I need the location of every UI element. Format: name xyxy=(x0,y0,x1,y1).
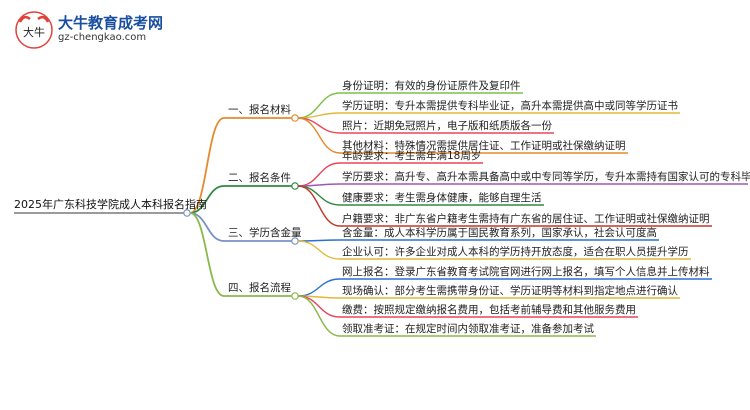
leaf-connector xyxy=(297,240,341,260)
leaf-label: 学历要求：高升专、高升本需具备高中或中专同等学历，专升本需持有国家认可的专科毕业… xyxy=(342,171,750,183)
root-topic: 2025年广东科技学院成人本科报名指南 xyxy=(14,198,207,211)
leaf-label: 含金量：成人本科学历属于国民教育系列，国家承认，社会认可度高 xyxy=(342,227,657,239)
leaf-connector xyxy=(297,185,341,227)
leaf-connector xyxy=(297,278,341,297)
branch-label: 一、报名材料 xyxy=(228,104,291,116)
site-logo[interactable]: 大牛 大牛教育成考网 gz-chengkao.com xyxy=(14,10,214,50)
leaf-connector xyxy=(297,185,341,206)
leaf-label: 领取准考证：在规定时间内领取准考证，准备参加考试 xyxy=(342,323,594,335)
leaf-label: 照片：近期免冠照片，电子版和纸质版各一份 xyxy=(342,120,552,132)
leaf-label: 学历证明：专升本需提供专科毕业证，高升本需提供高中或同等学历证书 xyxy=(342,100,678,112)
branch-connector xyxy=(189,117,225,214)
branch-connector xyxy=(189,185,225,214)
branch-node-dot xyxy=(291,292,299,300)
leaf-connector xyxy=(297,92,341,119)
leaf-connector xyxy=(297,239,341,242)
logo-title: 大牛教育成考网 xyxy=(58,14,164,32)
logo-mark-text: 大牛 xyxy=(23,25,45,39)
branch-label: 二、报名条件 xyxy=(228,172,291,184)
leaf-label: 网上报名：登录广东省教育考试院官网进行网上报名，填写个人信息并上传材料 xyxy=(342,266,710,278)
branch-node-dot xyxy=(291,182,299,190)
leaf-connector xyxy=(297,117,341,134)
leaf-label: 现场确认：部分考生需携带身份证、学历证明等材料到指定地点进行确认 xyxy=(342,285,678,297)
leaf-label: 年龄要求：考生需年满18周岁 xyxy=(342,150,482,162)
leaf-connector xyxy=(297,162,341,187)
logo-url: gz-chengkao.com xyxy=(58,32,147,43)
leaf-label: 身份证明：有效的身份证原件及复印件 xyxy=(342,80,521,92)
leaf-connector xyxy=(297,112,341,119)
leaf-connector xyxy=(297,117,341,154)
bull-logo-icon: 大牛 xyxy=(15,11,53,49)
branch-label: 四、报名流程 xyxy=(228,282,291,294)
leaf-label: 健康要求：考生需身体健康，能够自理生活 xyxy=(342,192,542,204)
leaf-connector xyxy=(297,295,341,318)
leaf-label: 企业认可：许多企业对成人本科的学历持开放态度，适合在职人员提升学历 xyxy=(342,246,689,258)
leaf-label: 缴费：按照规定缴纳报名费用，包括考前辅导费和其他服务费用 xyxy=(342,304,636,316)
branch-connector xyxy=(189,212,225,297)
branch-node-dot xyxy=(291,114,299,122)
leaf-label: 户籍要求：非广东省户籍考生需持有广东省的居住证、工作证明或社保缴纳证明 xyxy=(342,213,710,225)
leaf-label: 其他材料：特殊情况需提供居住证、工作证明或社保缴纳证明 xyxy=(342,140,626,152)
leaf-connector xyxy=(297,295,341,337)
branch-label: 三、学历含金量 xyxy=(228,227,302,239)
